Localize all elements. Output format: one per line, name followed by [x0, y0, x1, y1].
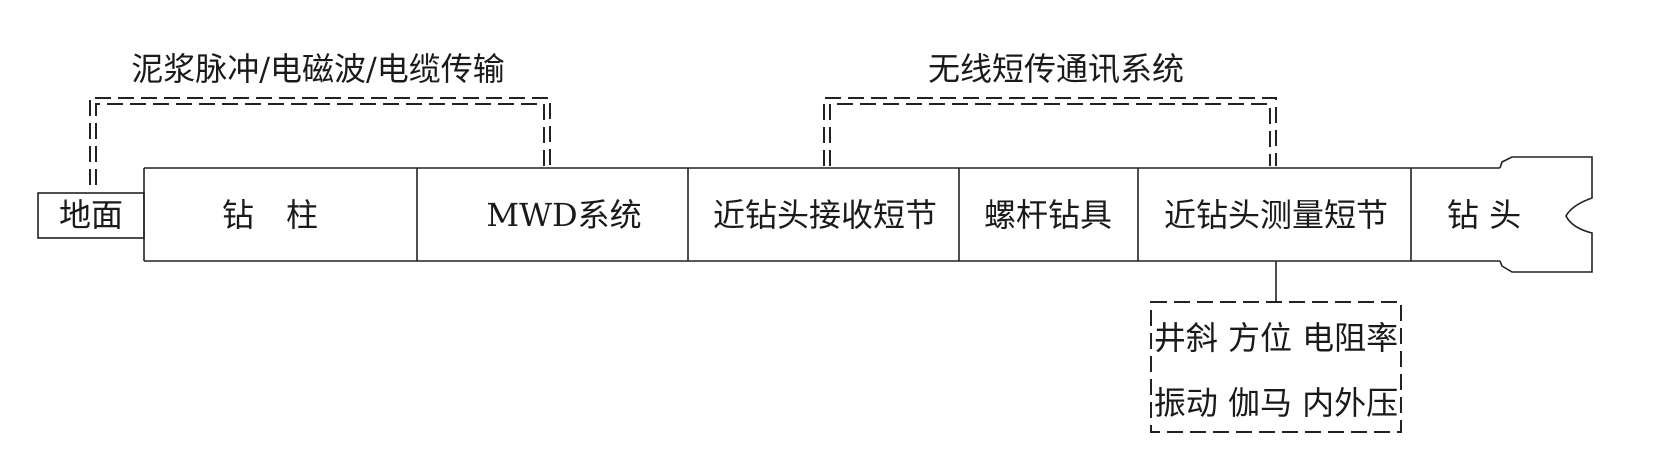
- bracket-wireless: [823, 97, 1277, 166]
- drill-bit-shape: [1499, 156, 1593, 273]
- sensor-row-1: 井斜 方位 电阻率: [1154, 319, 1398, 357]
- segment-mwd-system: MWD系统: [486, 196, 641, 234]
- label-wireless-short-transmission: 无线短传通讯系统: [928, 50, 1184, 88]
- segment-screw-motor: 螺杆钻具: [984, 196, 1112, 234]
- label-mud-pulse-transmission: 泥浆脉冲/电磁波/电缆传输: [131, 50, 505, 88]
- segment-near-bit-receiver: 近钻头接收短节: [713, 196, 937, 234]
- bracket-mud-pulse: [89, 97, 551, 185]
- drill-string-body: [143, 167, 1500, 262]
- segment-drill-column: 钻 柱: [222, 196, 318, 234]
- label-ground: 地面: [59, 196, 123, 234]
- segment-drill-bit: 钻 头: [1447, 196, 1521, 234]
- segment-near-bit-measurement: 近钻头测量短节: [1164, 196, 1388, 234]
- sensor-box: [1150, 301, 1402, 433]
- sensor-row-2: 振动 伽马 内外压: [1154, 384, 1398, 422]
